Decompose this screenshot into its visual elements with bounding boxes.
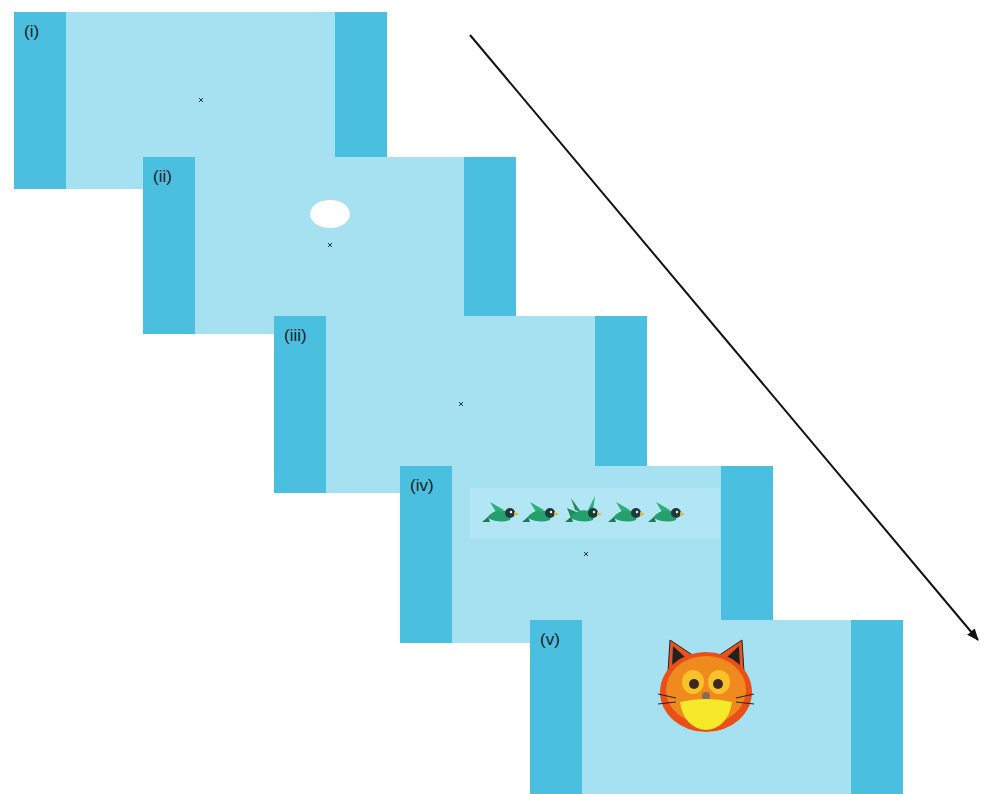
cat-face (658, 640, 754, 732)
screen-illustration (400, 466, 773, 643)
screen-label: (iv) (410, 476, 434, 496)
screen-illustration (530, 620, 903, 794)
bird-icon (608, 502, 645, 522)
trial-screen: (v) (530, 620, 903, 794)
bird-icon (522, 502, 559, 522)
cue-ellipse (310, 200, 350, 228)
bird-icon (482, 502, 519, 522)
screen-label: (ii) (153, 167, 172, 187)
fixation-cross (459, 402, 463, 406)
trial-screen: (iv) (400, 466, 773, 643)
screen-label: (iii) (284, 326, 307, 346)
fixation-cross (199, 98, 203, 102)
trial-screen: (ii) (143, 157, 516, 334)
screen-label: (v) (540, 630, 560, 650)
fixation-cross (584, 552, 588, 556)
screen-illustration (143, 157, 516, 334)
screen-label: (i) (24, 22, 39, 42)
fixation-cross (328, 243, 332, 247)
bird-icon (648, 502, 685, 522)
bird-icon (565, 496, 602, 522)
